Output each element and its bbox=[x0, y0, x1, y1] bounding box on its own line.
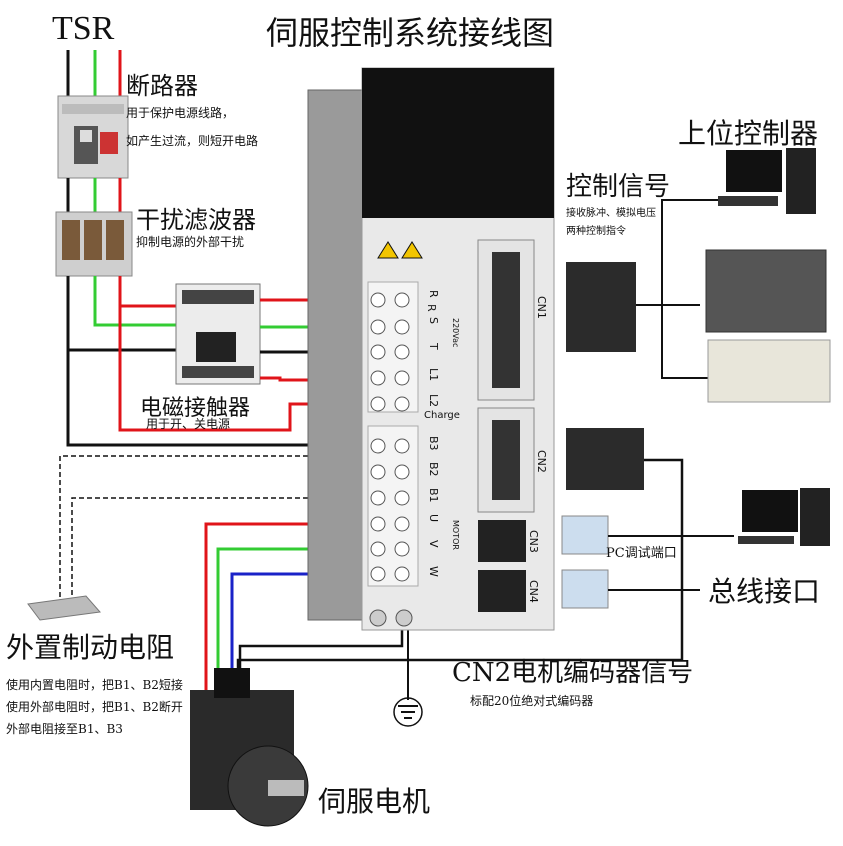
pc-port-label: PC调试端口 bbox=[606, 546, 677, 561]
terminal-r: R bbox=[425, 304, 438, 312]
contactor-label: 电磁接触器 bbox=[140, 396, 251, 421]
terminal-l2-label: L2 bbox=[427, 394, 440, 408]
bus-port-label: 总线接口 bbox=[708, 575, 821, 608]
terminal-v-label: V bbox=[427, 540, 440, 548]
cn2-plug bbox=[566, 428, 644, 490]
breaker-desc-1: 用于保护电源线路， bbox=[126, 106, 235, 120]
brake-resistor-device bbox=[27, 595, 101, 621]
servo-motor bbox=[190, 668, 309, 827]
servo-drive bbox=[307, 67, 555, 631]
charge-label: Charge bbox=[424, 410, 460, 421]
cn1-plug bbox=[566, 262, 636, 352]
breaker-desc-2: 如产生过流，则短开电路 bbox=[126, 134, 259, 148]
encoder-desc: 标配20位绝对式编码器 bbox=[470, 694, 594, 708]
power-source-label: TSR bbox=[52, 10, 115, 47]
terminal-l1-label: L1 bbox=[427, 368, 440, 382]
cn3-label: CN3 bbox=[527, 530, 540, 553]
plc bbox=[707, 339, 831, 403]
terminal-b3-label: B3 bbox=[427, 436, 440, 451]
control-signal-desc-1: 接收脉冲、模拟电压 bbox=[566, 208, 656, 219]
cn4-label: CN4 bbox=[527, 580, 540, 603]
encoder-title: CN2电机编码器信号 bbox=[452, 658, 694, 688]
page-title: 伺服控制系统接线图 bbox=[266, 14, 555, 52]
terminal-s-label: S bbox=[427, 317, 440, 324]
control-signal-desc-2: 两种控制指令 bbox=[566, 226, 626, 237]
breaker-label: 断路器 bbox=[126, 72, 198, 100]
terminal-b2-label: B2 bbox=[427, 462, 440, 477]
brake-note-1: 使用内置电阻时，把B1、B2短接 bbox=[6, 678, 183, 692]
voltage-label: 220Vac bbox=[451, 318, 460, 348]
motor-group-label: MOTOR bbox=[451, 520, 460, 550]
rj45-plug bbox=[561, 515, 609, 555]
contactor-device bbox=[175, 283, 261, 385]
control-signal-label: 控制信号 bbox=[566, 172, 671, 202]
pc-debug bbox=[738, 488, 830, 546]
terminal-b1-label: B1 bbox=[427, 488, 440, 503]
pc-controller bbox=[718, 148, 816, 214]
terminal-w-label: W bbox=[427, 566, 440, 577]
cn2-label: CN2 bbox=[535, 450, 548, 473]
terminal-u-label: U bbox=[427, 514, 440, 523]
brake-resistor-label: 外置制动电阻 bbox=[6, 631, 175, 664]
filter-desc: 抑制电源的外部干扰 bbox=[136, 235, 245, 249]
cn1-label: CN1 bbox=[535, 296, 548, 319]
filter-device bbox=[55, 211, 133, 277]
controller-label: 上位控制器 bbox=[678, 117, 819, 150]
ground-icon bbox=[393, 697, 423, 727]
breaker-device bbox=[57, 95, 129, 179]
motion-card bbox=[705, 249, 827, 333]
brake-note-2: 使用外部电阻时，把B1、B2断开 bbox=[6, 700, 183, 714]
terminal-r-label: R bbox=[427, 290, 440, 298]
brake-note-3: 外部电阻接至B1、B3 bbox=[6, 722, 123, 736]
motor-label: 伺服电机 bbox=[318, 785, 431, 818]
filter-label: 干扰滤波器 bbox=[136, 206, 256, 234]
contactor-desc: 用于开、关电源 bbox=[146, 417, 231, 431]
terminal-t-label: T bbox=[427, 343, 440, 350]
